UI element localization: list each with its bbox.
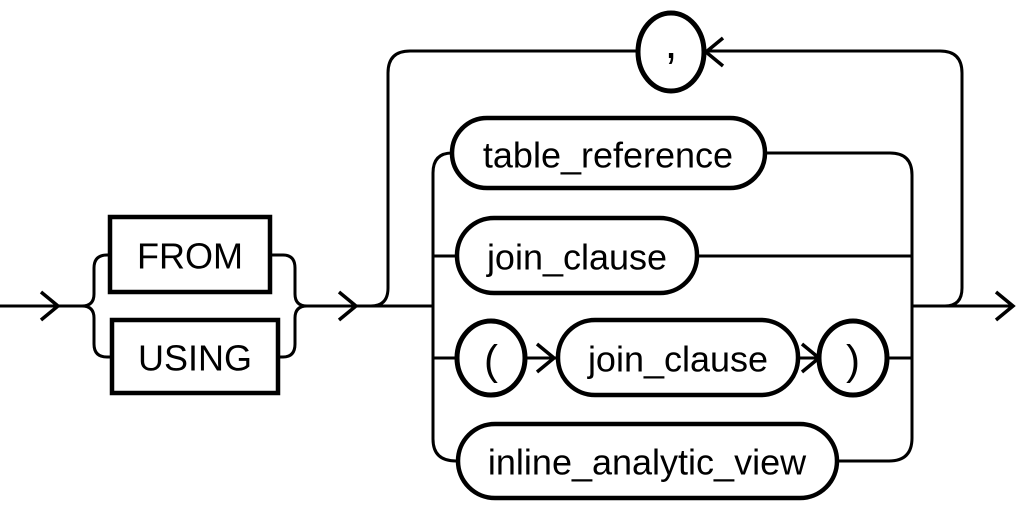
- rail-merge-top: [270, 253, 308, 308]
- label-join-clause: join_clause: [486, 237, 667, 278]
- keyword-box-from: [107, 214, 273, 295]
- node-open-paren: [454, 318, 528, 398]
- node-inline-analytic-view: [455, 421, 840, 501]
- keyword-box-using: [109, 317, 281, 396]
- node-join-clause: [454, 215, 700, 296]
- rail-split-top: [81, 253, 110, 308]
- paren-arrow-1-icon: [535, 342, 557, 374]
- rail-choice-right: [765, 151, 914, 463]
- label-using: USING: [138, 338, 252, 379]
- label-paren-join-clause: join_clause: [587, 339, 768, 380]
- label-table-reference: table_reference: [483, 135, 733, 176]
- node-table-reference: [449, 115, 768, 191]
- exit-arrow-icon: [994, 290, 1016, 322]
- label-comma: ,: [665, 16, 678, 68]
- rail-loop-right: [706, 49, 964, 308]
- label-from: FROM: [137, 236, 243, 277]
- node-paren-join-clause: [555, 317, 801, 398]
- diagram-strokes: [0, 10, 1016, 501]
- node-close-paren: [816, 318, 890, 398]
- label-inline-analytic-view: inline_analytic_view: [488, 442, 807, 483]
- mid-arrow-icon: [337, 290, 359, 322]
- rail-merge-bottom: [278, 304, 308, 359]
- node-comma-separator: [635, 10, 707, 94]
- rail-split-bottom: [81, 304, 112, 359]
- label-open-paren: (: [484, 337, 498, 384]
- label-close-paren: ): [846, 337, 860, 384]
- rail-choice-left: [431, 151, 458, 463]
- rail-loop-left: [370, 49, 638, 308]
- entry-arrow-icon: [39, 290, 61, 322]
